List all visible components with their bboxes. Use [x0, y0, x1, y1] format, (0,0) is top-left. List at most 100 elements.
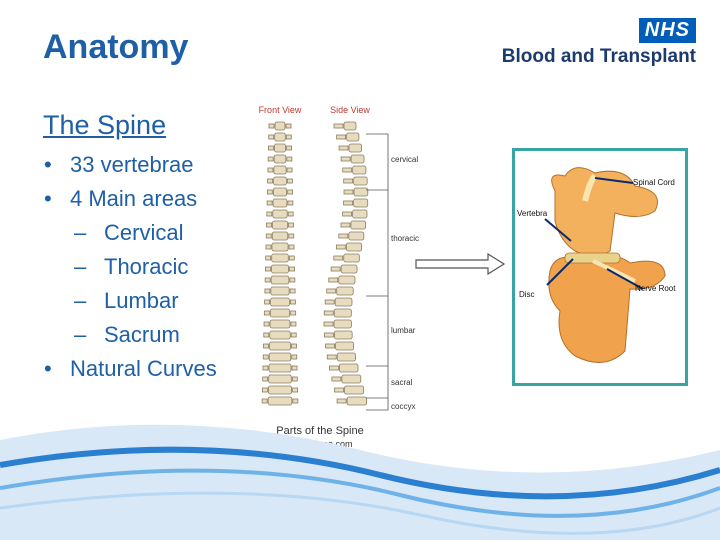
vertebra-process — [286, 167, 293, 173]
vertebra-spinous — [342, 211, 352, 217]
vertebra-front — [268, 352, 292, 362]
vertebra-front — [272, 187, 288, 197]
vertebra-process — [290, 321, 297, 327]
vertebra-spinous — [330, 266, 341, 272]
vertebra-process — [292, 398, 299, 404]
vertebra-side — [352, 209, 368, 219]
vertebra-side — [350, 154, 365, 164]
vertebra-spinous — [338, 145, 349, 151]
slide-title: Anatomy — [43, 28, 189, 66]
bullet-text: 4 Main areas — [70, 186, 198, 211]
vertebra-process — [262, 365, 269, 371]
vertebra-process — [265, 255, 272, 261]
bullet-list: •33 vertebrae•4 Main areas–Cervical–Thor… — [44, 148, 217, 386]
nhs-logo: NHS Blood and Transplant — [476, 18, 696, 70]
vertebra-front — [267, 385, 293, 395]
side-view-label: Side View — [330, 105, 370, 115]
bullet-text: Thoracic — [104, 254, 189, 279]
vertebra-side — [338, 275, 356, 285]
bullet-marker: – — [74, 322, 87, 347]
vertebra-front — [271, 253, 289, 263]
vertebra-process — [289, 288, 296, 294]
label-spinal-cord: Spinal Cord — [633, 178, 675, 187]
vertebra-front — [274, 143, 286, 153]
vertebra-side — [348, 231, 365, 241]
region-brackets — [366, 133, 389, 411]
vertebra-process — [268, 145, 274, 151]
vertebra-process — [268, 134, 275, 140]
side-spine — [323, 121, 369, 406]
bullet-text: Sacrum — [104, 322, 180, 347]
vertebra-process — [261, 387, 268, 393]
vertebra-front — [273, 176, 287, 186]
vertebra-front — [272, 220, 288, 230]
vertebra-process — [288, 233, 295, 239]
bullet-item: •Natural Curves — [44, 352, 217, 386]
vertebra-process — [292, 387, 298, 393]
vertebra-spinous — [343, 189, 354, 195]
vertebra-front — [273, 154, 287, 164]
vertebra-process — [263, 310, 270, 316]
vertebra-spinous — [326, 354, 337, 360]
vertebra-front — [271, 242, 289, 252]
bullet-marker: – — [74, 288, 87, 313]
vertebra-process — [291, 354, 298, 360]
region-label-cervical: cervical — [391, 155, 418, 164]
vertebra-front — [274, 132, 286, 142]
vertebra-process — [290, 332, 297, 338]
bullet-marker: – — [74, 220, 87, 245]
vertebra-front — [269, 330, 291, 340]
vertebra-process — [291, 376, 298, 382]
vertebra-side — [344, 385, 365, 395]
spine-figure: Front View Side View cervical thoracic l… — [259, 105, 419, 449]
vertebra-spinous — [340, 222, 351, 228]
vertebra-process — [287, 189, 294, 195]
vertebra-spinous — [325, 343, 335, 349]
vertebra-process — [266, 211, 273, 217]
vertebra-spinous — [324, 299, 335, 305]
vertebra-process — [291, 365, 298, 371]
vertebra-front — [268, 363, 292, 373]
vertebra-process — [263, 321, 270, 327]
vertebra-front — [272, 209, 288, 219]
vertebra-process — [290, 310, 297, 316]
vertebra-spinous — [328, 277, 339, 283]
vertebra-process — [288, 255, 295, 261]
vertebra-process — [287, 211, 294, 217]
vertebra-side — [350, 220, 367, 230]
vertebra-side — [353, 198, 369, 208]
vertebra-spinous — [336, 398, 347, 404]
vertebra-front — [269, 308, 291, 318]
vertebra-front — [270, 297, 290, 307]
vertebra-side — [339, 363, 359, 373]
vertebra-process — [264, 288, 271, 294]
vertebra-spinous — [323, 321, 334, 327]
vertebra-spinous — [336, 134, 347, 140]
vertebra-side — [341, 374, 362, 384]
bullet-marker: • — [44, 356, 52, 381]
vertebra-spinous — [324, 332, 334, 338]
vertebra-side — [334, 330, 353, 340]
vertebra-process — [289, 266, 295, 272]
vertebra-detail-figure: Spinal Cord Vertebra Nerve Root Disc — [512, 148, 688, 386]
vertebra-spinous — [335, 244, 346, 250]
bullet-marker: • — [44, 186, 52, 211]
vertebra-process — [286, 156, 293, 162]
nhs-badge: NHS — [638, 18, 696, 43]
vertebra-front — [268, 374, 292, 384]
decorative-wave — [0, 424, 720, 540]
bullet-text: 33 vertebrae — [70, 152, 194, 177]
bullet-text: Lumbar — [104, 288, 179, 313]
vertebra-process — [266, 189, 273, 195]
vertebra-front — [267, 396, 293, 406]
vertebra-process — [285, 123, 292, 129]
vertebra-process — [289, 277, 296, 283]
vertebra-process — [285, 134, 292, 140]
vertebra-process — [265, 244, 272, 250]
bullet-text: Cervical — [104, 220, 184, 245]
vertebra-front — [273, 165, 287, 175]
vertebra-process — [267, 178, 274, 184]
vertebra-side — [346, 396, 367, 406]
vertebra-spinous — [323, 310, 334, 316]
vertebra-side — [334, 297, 353, 307]
